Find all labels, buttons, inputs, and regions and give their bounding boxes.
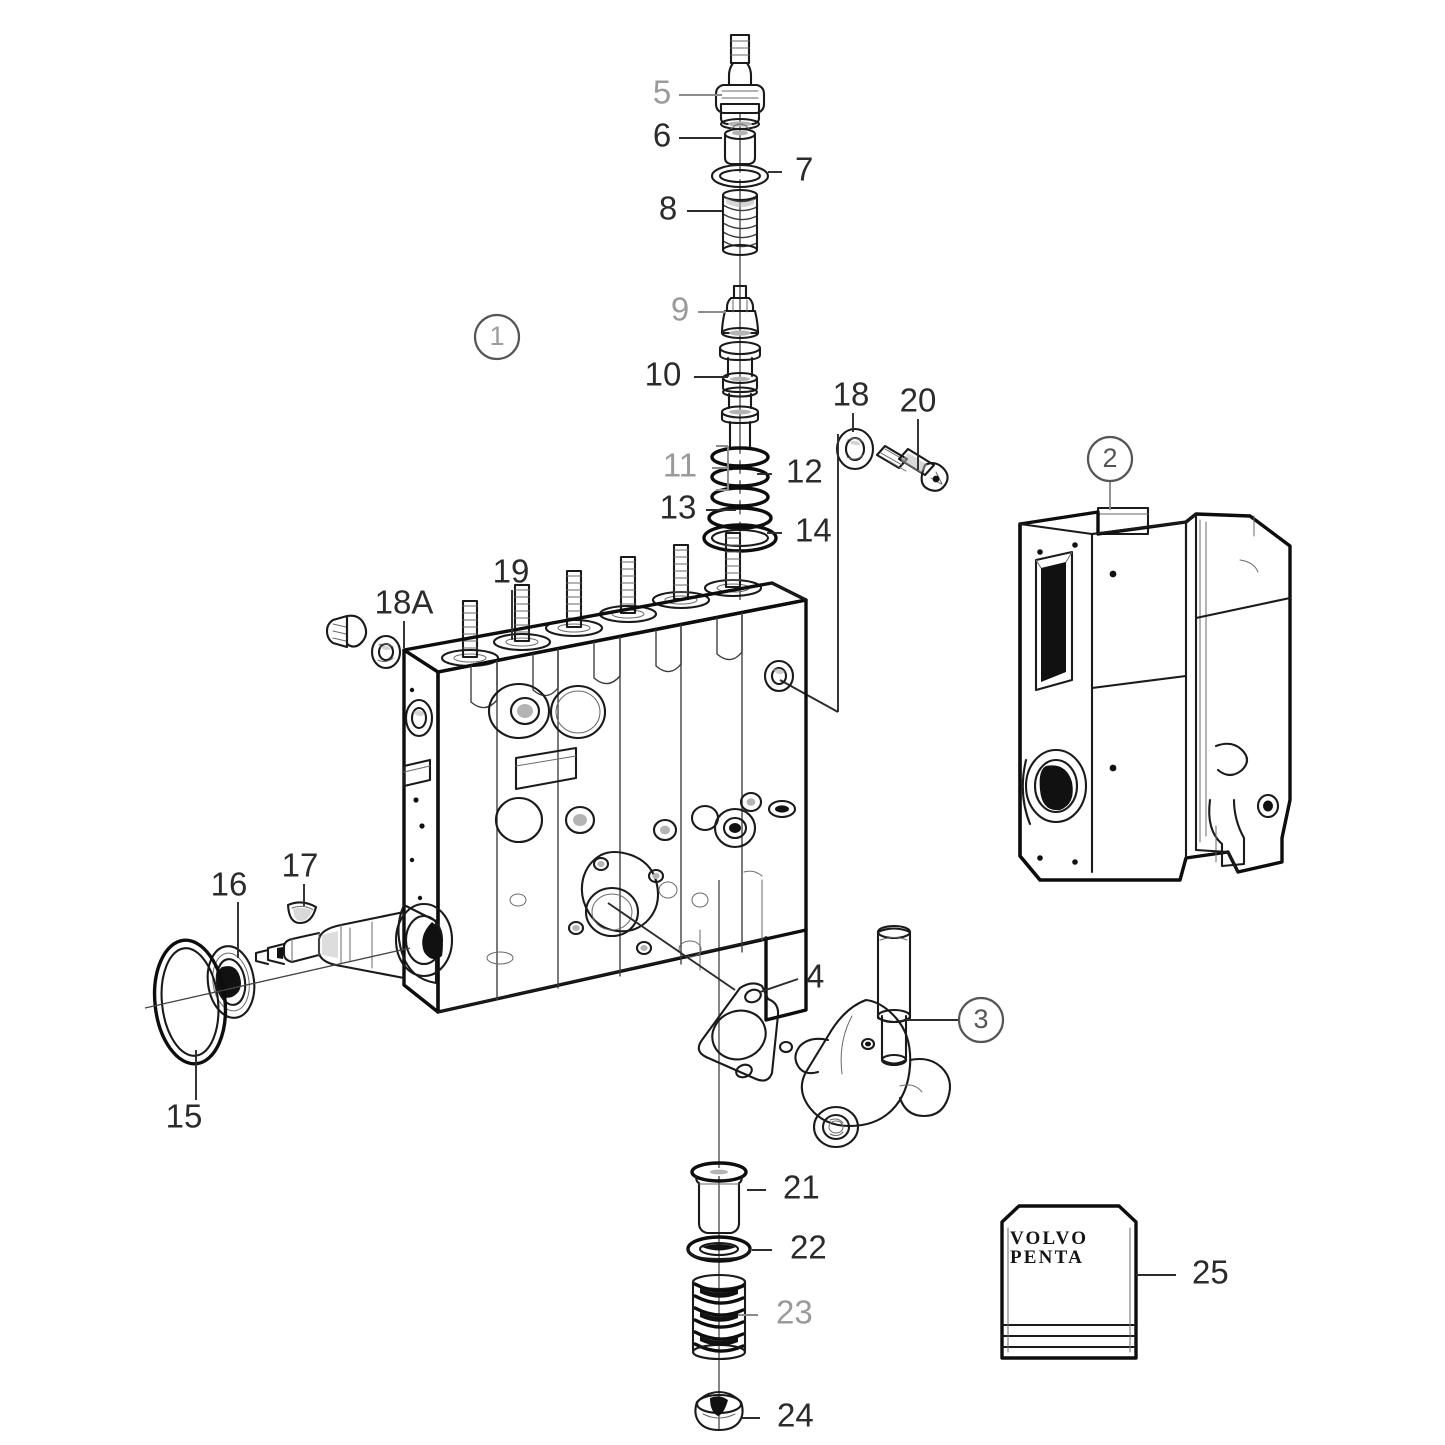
callout-label-19: 19 (493, 553, 530, 590)
callout-label-10: 10 (645, 356, 682, 393)
part-spring-seat-upper (686, 1235, 752, 1263)
callout-label-23: 23 (776, 1294, 813, 1331)
part-banjo-bolt (875, 444, 949, 492)
part-tappet-guide (690, 1161, 748, 1235)
part-camshaft (254, 910, 406, 980)
part-identification-plate (1000, 1204, 1138, 1360)
callout-label-20: 20 (900, 382, 937, 419)
callout-label-14: 14 (795, 512, 832, 549)
callout-label-8: 8 (659, 190, 677, 227)
callout-label-24: 24 (777, 1397, 814, 1434)
callout-label-13: 13 (660, 489, 697, 526)
leader-lines (195, 94, 1176, 1419)
part-valve-seat (720, 284, 760, 340)
leader-11-bracket (712, 445, 729, 491)
callout-label-16: 16 (211, 866, 248, 903)
part-delivery-valve-gasket (710, 163, 770, 189)
callout-label-18: 18 (833, 376, 870, 413)
callout-label-17: 17 (282, 847, 319, 884)
part-studs (440, 531, 763, 668)
callout-label-15: 15 (166, 1098, 203, 1135)
part-injection-pump-body (394, 581, 808, 1022)
callout-label-18a: 18A (375, 584, 434, 621)
part-delivery-valve-spring (721, 188, 759, 257)
callout-label-12: 12 (786, 453, 823, 490)
callout-label-5: 5 (653, 74, 671, 111)
part-feed-pump (794, 924, 952, 1149)
part-spring-seat-lower (694, 1390, 744, 1432)
part-delivery-valve-holder (714, 33, 766, 131)
callout-label-25: 25 (1192, 1254, 1229, 1291)
callout-label-1: 1 (489, 321, 504, 351)
leader-4 (759, 978, 799, 993)
callout-label-7: 7 (795, 151, 813, 188)
part-shim-set (710, 446, 770, 508)
callout-label-9: 9 (671, 291, 689, 328)
callout-circle-2[interactable] (1086, 435, 1134, 483)
camshaft-centreline (144, 947, 411, 1009)
callout-circle-3[interactable] (957, 996, 1005, 1044)
part-woodruff-key (286, 901, 318, 925)
callout-label-2: 2 (1102, 443, 1117, 473)
part-washer (707, 506, 773, 530)
callout-circle-1[interactable] (473, 313, 521, 361)
part-feed-pump-gasket (697, 982, 794, 1082)
brand-line-2: PENTA (1010, 1247, 1084, 1268)
part-sealing-washer (835, 427, 875, 471)
part-plunger-and-barrel (718, 340, 762, 450)
part-plug-and-washer (325, 614, 402, 670)
callout-label-21: 21 (783, 1169, 820, 1206)
callout-label-22: 22 (790, 1229, 827, 1266)
callout-label-6: 6 (653, 117, 671, 154)
leader-body-flange (607, 902, 736, 991)
brand-line-1: VOLVO (1010, 1228, 1088, 1249)
part-plunger-spring (691, 1273, 747, 1361)
callout-label-4: 4 (806, 958, 824, 995)
part-governor-housing (1018, 506, 1292, 882)
callout-label-3: 3 (973, 1004, 988, 1034)
callout-label-11: 11 (663, 447, 697, 484)
